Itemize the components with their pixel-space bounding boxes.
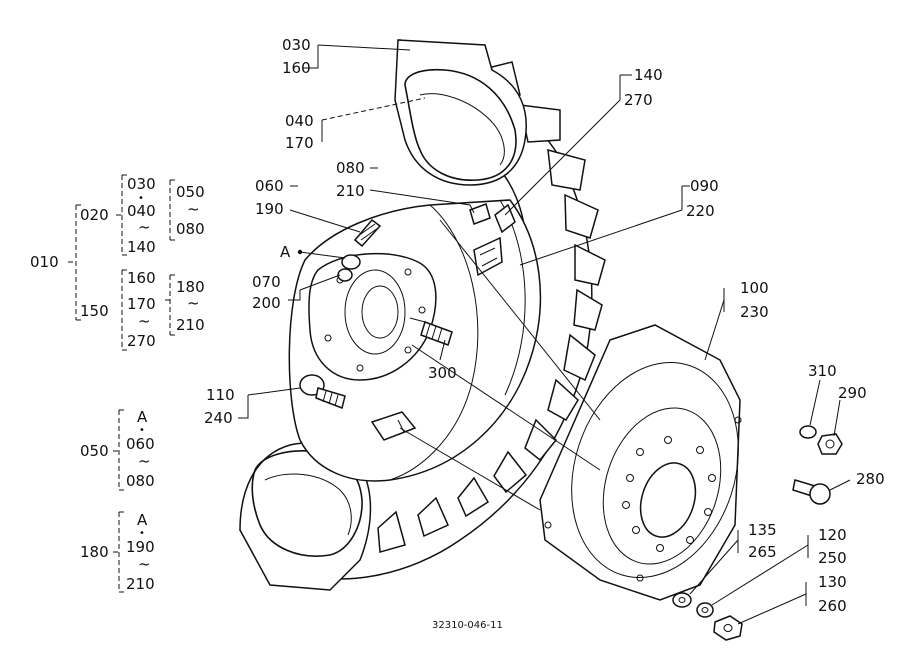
tire-section-top bbox=[394, 39, 527, 186]
parts-tree-010: 010 020 030 • 040 ~ 140 050 ~ 080 150 16… bbox=[30, 174, 205, 351]
callout-270: 270 bbox=[624, 91, 653, 109]
group-050-label: 050 bbox=[80, 442, 109, 460]
hub-disc-100 bbox=[539, 324, 742, 601]
callout-060: 060 bbox=[255, 177, 284, 195]
tree-040: 040 bbox=[127, 202, 156, 220]
callout-260: 260 bbox=[818, 597, 847, 615]
tree-tilde-1: ~ bbox=[138, 218, 151, 236]
tree-150: 150 bbox=[80, 302, 109, 320]
group-050-a: A bbox=[137, 408, 148, 426]
leader-lines bbox=[238, 44, 851, 625]
tree-030: 030 bbox=[127, 175, 156, 193]
callout-310: 310 bbox=[808, 362, 837, 380]
group-050-dot: • bbox=[139, 425, 145, 436]
inner-tube-top bbox=[404, 68, 517, 181]
tree-080: 080 bbox=[176, 220, 205, 238]
callout-250: 250 bbox=[818, 549, 847, 567]
drawing-number: 32310-046-11 bbox=[432, 620, 503, 631]
tree-tilde-2: ~ bbox=[187, 200, 200, 218]
group-180-label: 180 bbox=[80, 543, 109, 561]
callout-240: 240 bbox=[204, 409, 233, 427]
washer-135 bbox=[672, 592, 692, 608]
callout-280: 280 bbox=[856, 470, 885, 488]
group-180-210: 210 bbox=[126, 575, 155, 593]
callout-labels: 030 160 040 170 080 210 060 190 070 200 … bbox=[204, 36, 885, 615]
bolt-280 bbox=[792, 479, 831, 505]
callout-220: 220 bbox=[686, 202, 715, 220]
callout-300: 300 bbox=[428, 364, 457, 382]
tree-010: 010 bbox=[30, 253, 59, 271]
group-180-190: 190 bbox=[126, 538, 155, 556]
callout-120: 120 bbox=[818, 526, 847, 544]
callout-200: 200 bbox=[252, 294, 281, 312]
tree-270: 270 bbox=[127, 332, 156, 350]
callout-170: 170 bbox=[285, 134, 314, 152]
callout-040: 040 bbox=[285, 112, 314, 130]
washer-120 bbox=[696, 602, 714, 618]
callout-160: 160 bbox=[282, 59, 311, 77]
bracket-upper bbox=[473, 236, 503, 277]
tree-020: 020 bbox=[80, 206, 109, 224]
tire-lugs bbox=[377, 61, 606, 553]
tree-180: 180 bbox=[176, 278, 205, 296]
nut-290 bbox=[817, 433, 843, 455]
stud-300 bbox=[409, 317, 453, 346]
tree-tilde-3: ~ bbox=[138, 312, 151, 330]
hub-plate bbox=[308, 252, 437, 381]
valve-stem-060 bbox=[353, 218, 382, 248]
callout-265: 265 bbox=[748, 543, 777, 561]
bolt-110 bbox=[299, 374, 346, 410]
group-050-080: 080 bbox=[126, 472, 155, 490]
tree-140: 140 bbox=[127, 238, 156, 256]
callout-110: 110 bbox=[206, 386, 235, 404]
bracket-lower bbox=[370, 411, 417, 441]
callout-230: 230 bbox=[740, 303, 769, 321]
point-a-label: A bbox=[280, 243, 291, 261]
callout-080: 080 bbox=[336, 159, 365, 177]
callout-210: 210 bbox=[336, 182, 365, 200]
tree-170: 170 bbox=[127, 295, 156, 313]
group-180-a: A bbox=[137, 511, 148, 529]
parts-group-050: 050 A • 060 ~ 080 bbox=[80, 408, 155, 491]
group-180-dot: • bbox=[139, 528, 145, 539]
clip-140 bbox=[494, 203, 516, 234]
valve-080 bbox=[469, 203, 491, 225]
callout-135: 135 bbox=[748, 521, 777, 539]
group-180-tilde: ~ bbox=[138, 555, 151, 573]
nut-130 bbox=[713, 615, 743, 641]
callout-090: 090 bbox=[690, 177, 719, 195]
nut-070 bbox=[337, 254, 361, 282]
tire-illustration bbox=[239, 39, 606, 591]
hub-disc-holes bbox=[544, 416, 742, 582]
tree-dot-1: • bbox=[138, 193, 144, 204]
tree-050: 050 bbox=[176, 183, 205, 201]
callout-100: 100 bbox=[740, 279, 769, 297]
callout-190: 190 bbox=[255, 200, 284, 218]
tree-tilde-4: ~ bbox=[187, 294, 200, 312]
callout-290: 290 bbox=[838, 384, 867, 402]
hub-bolt-holes bbox=[324, 268, 426, 372]
group-050-tilde: ~ bbox=[138, 452, 151, 470]
tree-160: 160 bbox=[127, 269, 156, 287]
callout-070: 070 bbox=[252, 273, 281, 291]
callout-130: 130 bbox=[818, 573, 847, 591]
nut-310 bbox=[799, 425, 817, 439]
parts-group-180: 180 A • 190 ~ 210 bbox=[80, 511, 155, 593]
callout-030: 030 bbox=[282, 36, 311, 54]
tree-210: 210 bbox=[176, 316, 205, 334]
group-050-060: 060 bbox=[126, 435, 155, 453]
callout-140: 140 bbox=[634, 66, 663, 84]
